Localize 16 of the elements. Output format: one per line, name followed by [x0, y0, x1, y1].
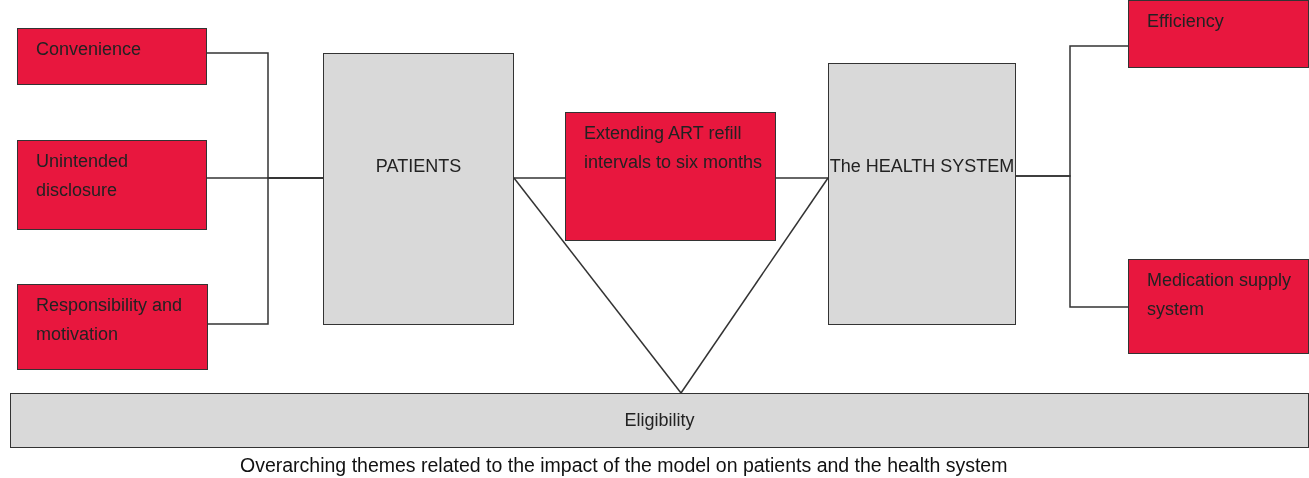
group-box: The HEALTH SYSTEM	[828, 63, 1016, 325]
label-box: Responsibility and motivation	[17, 284, 208, 370]
caption: Overarching themes related to the impact of the model on patients and the health system	[240, 454, 1009, 477]
connector-line	[513, 177, 682, 394]
label-box: Unintended disclosure	[17, 140, 207, 230]
group-box: PATIENTS	[323, 53, 514, 325]
band-box: Eligibility	[10, 393, 1309, 448]
connector-line	[680, 177, 829, 394]
connector-line	[775, 177, 829, 179]
connector-line	[1015, 175, 1129, 308]
label-box: Convenience	[17, 28, 207, 85]
connector-line	[513, 177, 566, 179]
connector-line	[207, 177, 324, 325]
label-box: Extending ART refill intervals to six months	[565, 112, 776, 241]
label-box: Medication supply system	[1128, 259, 1309, 354]
label-box: Efficiency	[1128, 0, 1309, 68]
